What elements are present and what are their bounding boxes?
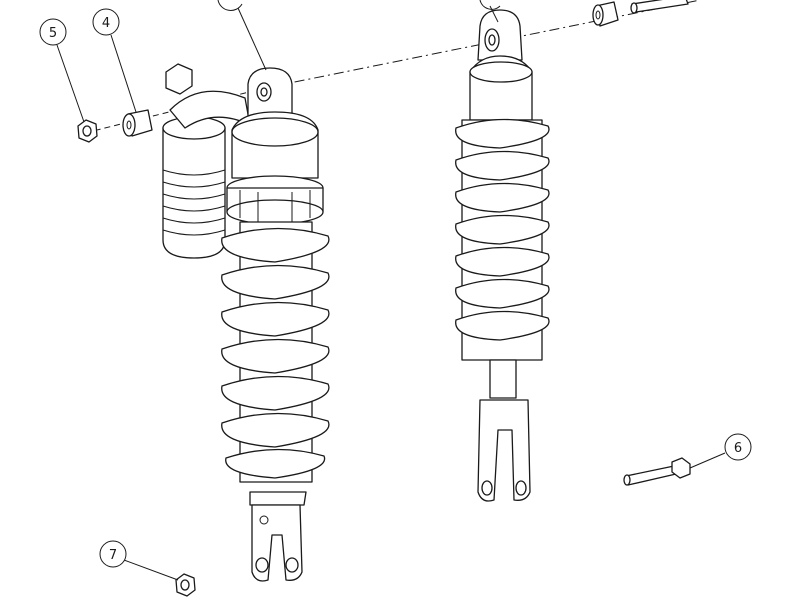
reservoir [162,63,251,259]
assembly-axis-line-2 [274,0,701,87]
callout-5-leader [56,44,85,123]
right-bottom-clevis [477,399,531,502]
part-5-nut [77,119,98,143]
callout-4-label: 4 [102,16,110,31]
part-6-bolt [623,457,691,486]
top-right-spacer [592,1,619,27]
right-shock-absorber [455,9,550,502]
callout-partial-left [217,0,267,71]
left-bottom-clevis [249,491,307,582]
callout-7: 7 [99,540,179,581]
callout-5-label: 5 [49,26,57,41]
callout-7-leader [123,559,179,581]
left-coil-spring [221,227,330,479]
top-right-bolt [630,0,689,14]
left-top-eye [247,67,293,121]
callout-4-leader [110,34,137,113]
right-coil-spring [455,118,550,341]
part-7-nut [175,573,196,597]
callout-6-label: 6 [734,441,742,456]
callout-partial-right [479,0,501,23]
callout-6: 6 [689,433,752,469]
callout-7-label: 7 [109,548,117,563]
callout-5: 5 [39,18,85,123]
callout-4: 4 [92,8,137,113]
part-4-spacer [122,109,153,137]
right-top-eye [477,9,523,61]
callout-6-leader [689,452,726,469]
left-shock-absorber [162,63,330,582]
